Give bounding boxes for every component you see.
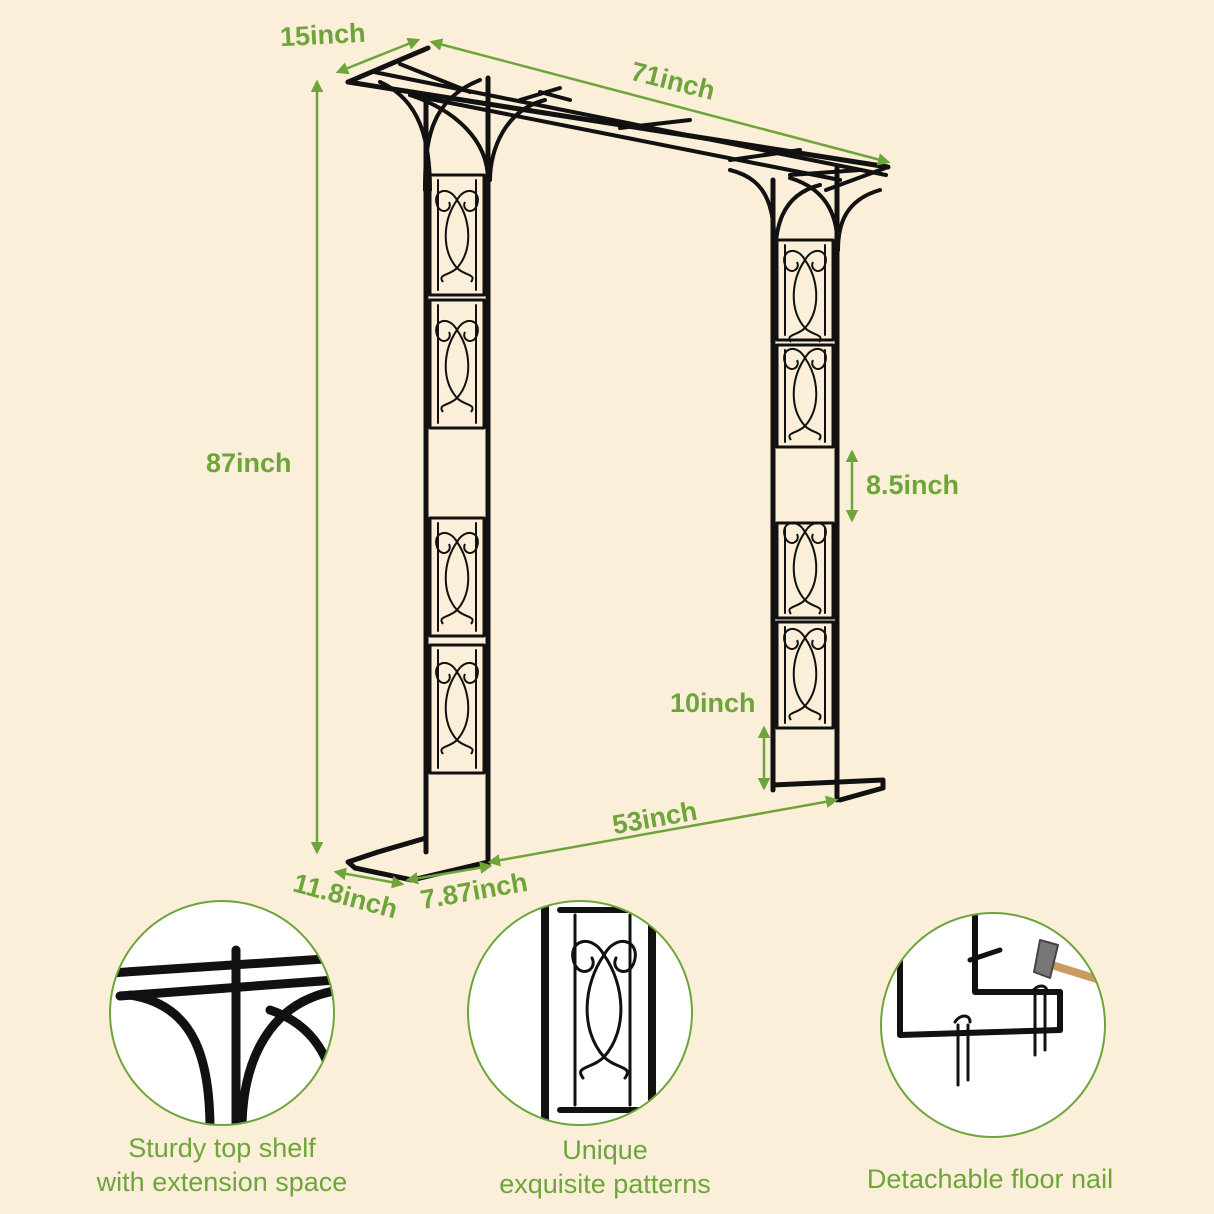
feature-caption-line1: Unique <box>562 1135 648 1165</box>
feature-caption-line1: Detachable floor nail <box>866 1164 1114 1194</box>
panel-spacing-label: 8.5inch <box>866 470 960 500</box>
ground-clearance-label: 10inch <box>670 688 756 718</box>
pattern-detail <box>467 900 693 1126</box>
feature-caption-top-shelf: Sturdy top shelf with extension space <box>52 1131 392 1199</box>
height-label: 87inch <box>206 448 292 478</box>
feature-caption-patterns: Unique exquisite patterns <box>440 1133 770 1201</box>
dimension-lines <box>310 37 891 889</box>
feature-caption-line2: exquisite patterns <box>499 1169 711 1199</box>
top-shelf-detail <box>109 900 335 1126</box>
depth-top-label: 15inch <box>279 17 367 53</box>
feature-caption-line2: with extension space <box>96 1167 348 1197</box>
floor-nail-detail <box>880 912 1106 1138</box>
feature-caption-line1: Sturdy top shelf <box>128 1133 316 1163</box>
arch-frame <box>345 45 891 883</box>
feature-caption-floor-nail: Detachable floor nail <box>830 1162 1150 1196</box>
